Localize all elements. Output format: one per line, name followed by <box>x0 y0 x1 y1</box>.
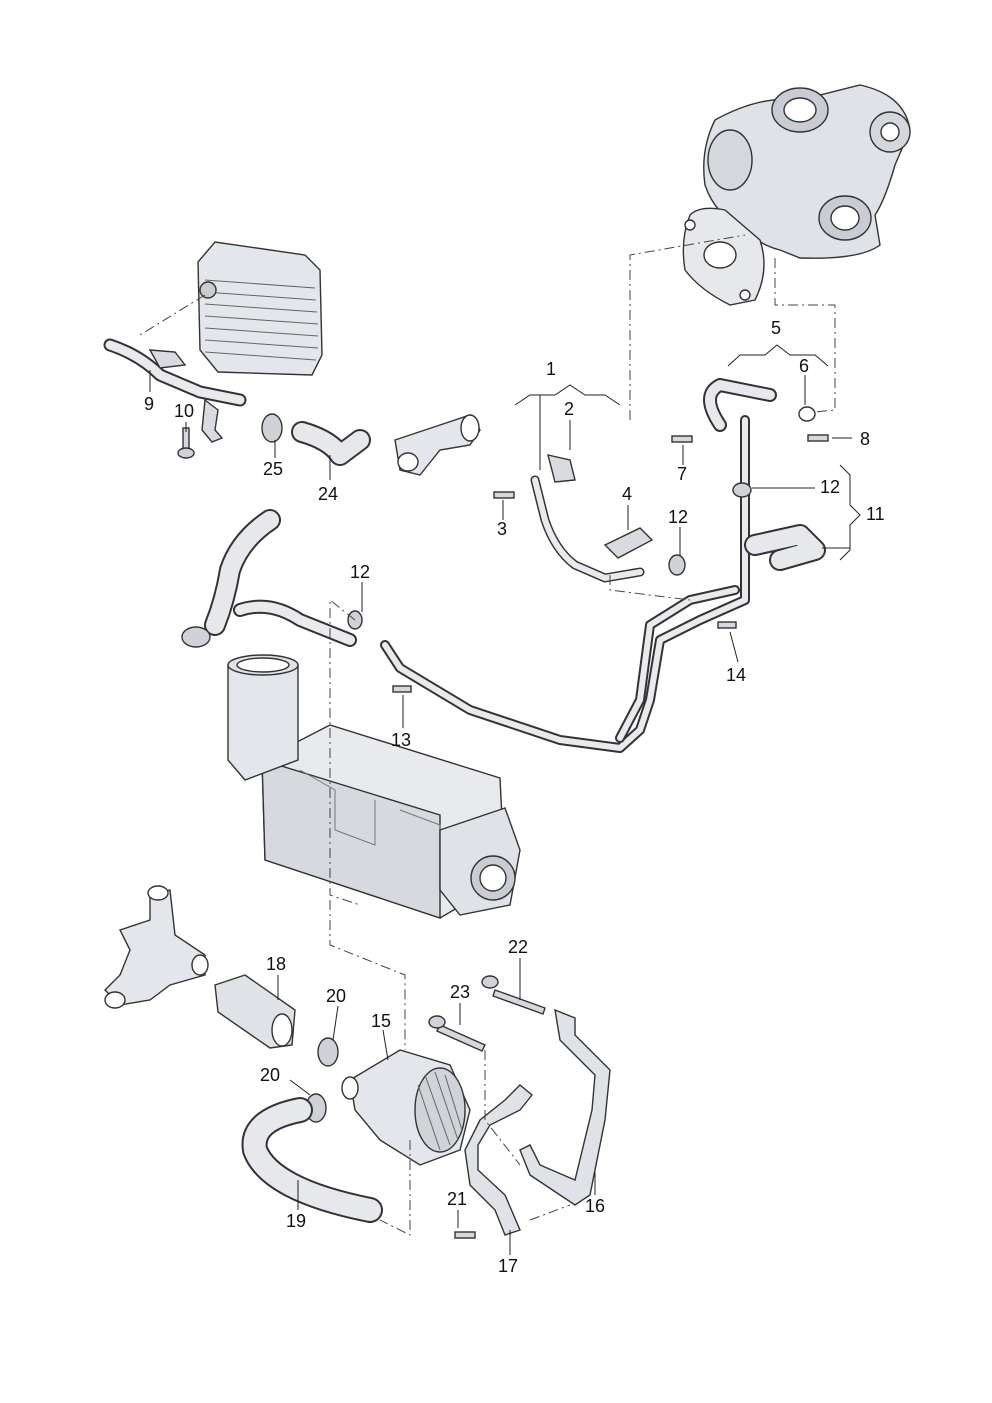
callout-20-upper: 20 <box>326 986 346 1006</box>
callout-14: 14 <box>726 665 746 685</box>
callout-17: 17 <box>498 1256 518 1276</box>
callout-9: 9 <box>144 394 154 414</box>
callout-19: 19 <box>286 1211 306 1231</box>
callout-labels: 1 2 3 4 5 6 7 8 9 10 11 12 12 12 13 14 1… <box>144 318 885 1276</box>
leaders <box>149 344 861 1255</box>
callout-13: 13 <box>391 730 411 750</box>
clamps-12 <box>347 482 752 630</box>
callout-3: 3 <box>497 519 507 539</box>
callout-10: 10 <box>174 401 194 421</box>
callout-12-left: 12 <box>350 562 370 582</box>
callout-16: 16 <box>585 1196 605 1216</box>
coolant-tee <box>104 885 209 1009</box>
coolant-pipe-1 <box>530 454 645 583</box>
hose-18 <box>214 974 296 1049</box>
oil-cooler <box>197 241 323 376</box>
callout-12-mid: 12 <box>668 507 688 527</box>
charge-air-cooler <box>227 654 521 919</box>
callout-15: 15 <box>371 1011 391 1031</box>
bolts <box>392 434 829 693</box>
callout-1: 1 <box>546 359 556 379</box>
hose-19 <box>241 1097 383 1223</box>
callout-20-lower: 20 <box>260 1065 280 1085</box>
connector-4 <box>603 527 654 559</box>
callout-24: 24 <box>318 484 338 504</box>
bracket-16 <box>519 1008 611 1206</box>
callout-23: 23 <box>450 982 470 1002</box>
callout-7: 7 <box>677 464 687 484</box>
callout-22: 22 <box>508 937 528 957</box>
hose-24-assembly <box>261 413 481 476</box>
coolant-pump-15 <box>341 1049 471 1166</box>
callout-2: 2 <box>564 399 574 419</box>
callout-8: 8 <box>860 429 870 449</box>
turbocharger <box>682 84 911 306</box>
callout-25: 25 <box>263 459 283 479</box>
coolant-hose-upper-left <box>181 509 357 648</box>
bolt-10 <box>177 427 195 459</box>
bracket-17 <box>464 1084 533 1236</box>
coolant-pipe-11 <box>380 378 826 753</box>
callout-4: 4 <box>622 484 632 504</box>
callout-12-right: 12 <box>820 477 840 497</box>
callout-11: 11 <box>866 504 885 524</box>
hose-9 <box>103 338 247 443</box>
callout-5: 5 <box>771 318 781 338</box>
bolts-lower <box>428 975 546 1239</box>
callout-6: 6 <box>799 356 809 376</box>
callout-21: 21 <box>447 1189 467 1209</box>
callout-18: 18 <box>266 954 286 974</box>
reference-lines <box>139 234 836 1236</box>
